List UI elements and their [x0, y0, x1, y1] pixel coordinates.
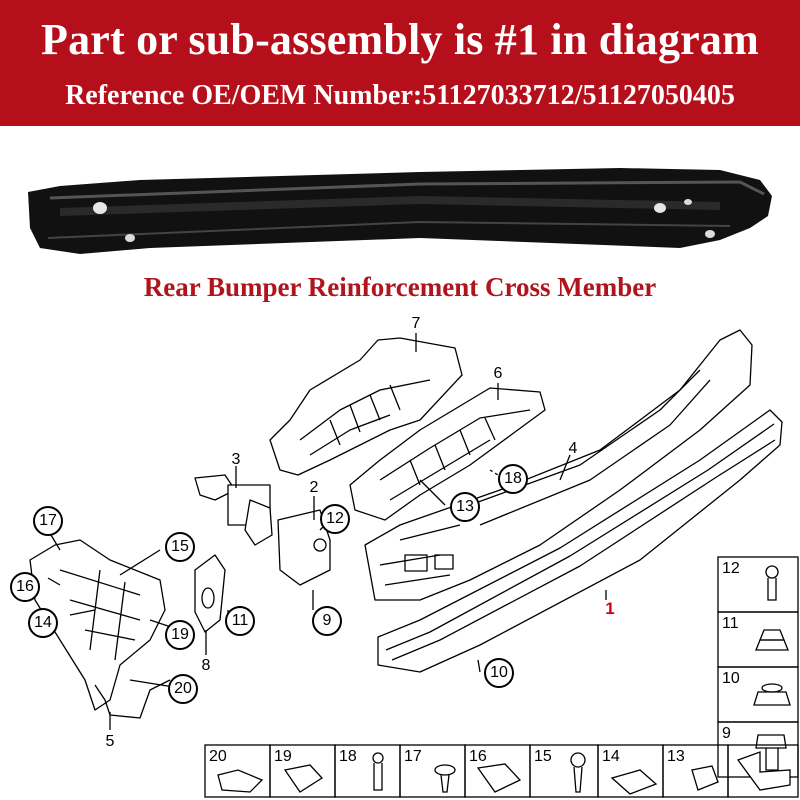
- hardware-box-17: 17: [400, 745, 465, 797]
- callout-13: 13: [450, 492, 480, 522]
- hardware-number: 16: [469, 748, 487, 765]
- banner-title: Part or sub-assembly is #1 in diagram: [41, 15, 759, 64]
- header-banner: Part or sub-assembly is #1 in diagram Re…: [0, 0, 800, 126]
- diagram-title: Rear Bumper Reinforcement Cross Member: [143, 272, 657, 302]
- callout-9: 9: [312, 606, 342, 636]
- hardware-number: 10: [722, 670, 740, 687]
- hardware-number: 9: [722, 725, 731, 742]
- hardware-number: 20: [209, 748, 227, 765]
- hardware-box-19: 19: [270, 745, 335, 797]
- callout-14: 14: [28, 608, 58, 638]
- exploded-parts-diagram: [29, 329, 799, 798]
- hardware-number: 12: [722, 560, 740, 577]
- hardware-number: 11: [722, 615, 739, 632]
- hardware-number: 18: [339, 748, 357, 765]
- hardware-box-15: 15: [530, 745, 598, 797]
- hardware-number: 15: [534, 748, 552, 765]
- callout-1-target-part: 1: [605, 599, 615, 618]
- callout-11: 11: [225, 606, 255, 636]
- hardware-box-11: 11: [718, 612, 798, 667]
- callout-17: 17: [33, 506, 63, 536]
- hardware-box-9: 9: [718, 722, 798, 777]
- product-photo: [28, 168, 772, 254]
- hardware-box-12: 12: [718, 557, 798, 612]
- callout-5: 5: [105, 733, 115, 750]
- callout-7: 7: [411, 315, 421, 332]
- oem-reference-number: Reference OE/OEM Number:51127033712/5112…: [65, 80, 735, 111]
- callout-15: 15: [165, 532, 195, 562]
- callout-3: 3: [231, 451, 241, 468]
- callout-6: 6: [493, 365, 503, 382]
- hardware-number: 14: [602, 748, 620, 765]
- callout-4: 4: [568, 440, 578, 457]
- hardware-box-10: 10: [718, 667, 798, 722]
- callout-19: 19: [165, 620, 195, 650]
- callout-16: 16: [10, 572, 40, 602]
- hardware-box-13: 13: [663, 745, 728, 797]
- hardware-number: 13: [667, 748, 685, 765]
- hardware-number: 19: [274, 748, 292, 765]
- hardware-box-18: 18: [335, 745, 400, 797]
- direction-arrow-icon: [728, 745, 798, 797]
- callout-12: 12: [320, 504, 350, 534]
- hardware-box-20: 20: [205, 745, 270, 797]
- hardware-number: 17: [404, 748, 422, 765]
- callout-20: 20: [168, 674, 198, 704]
- hardware-box-16: 16: [465, 745, 530, 797]
- callout-10: 10: [484, 658, 514, 688]
- callout-8: 8: [201, 657, 211, 674]
- hardware-box-14: 14: [598, 745, 663, 797]
- callout-18: 18: [498, 464, 528, 494]
- callout-2: 2: [309, 479, 319, 496]
